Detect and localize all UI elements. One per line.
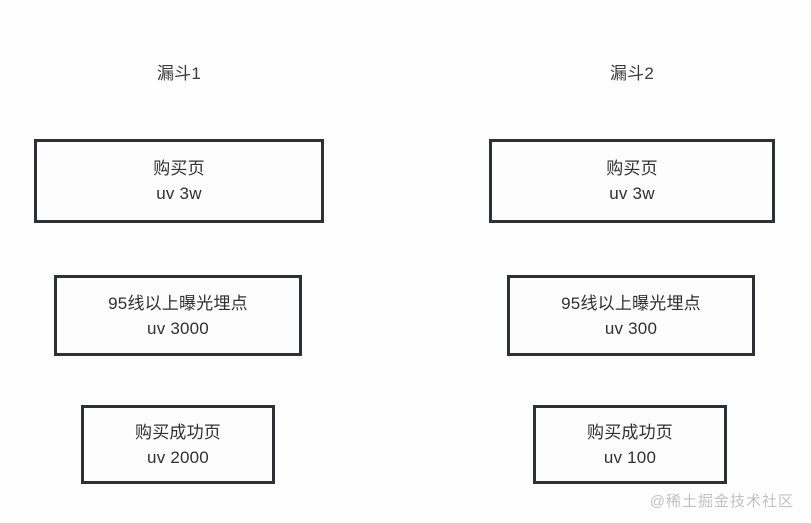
funnel-1-step-1-box: 购买页 uv 3w [34,139,324,223]
funnel-2-title: 漏斗2 [609,64,655,83]
funnel-1-step-3-box: 购买成功页 uv 2000 [81,405,275,484]
funnel-2-step-1-box: 购买页 uv 3w [489,139,775,223]
funnel-2-step-3-box: 购买成功页 uv 100 [533,405,727,484]
funnel-1-step-3-label: 购买成功页 [135,422,221,442]
funnel-2-step-3-metric: uv 100 [603,447,657,467]
funnel-1-step-2-metric: uv 3000 [147,318,209,338]
funnel-2-step-2-label: 95线以上曝光埋点 [561,293,701,313]
funnel-1-step-1-metric: uv 3w [156,184,202,203]
watermark: @稀土掘金技术社区 [649,493,794,510]
funnel-2-step-2-metric: uv 300 [604,318,658,338]
funnel-1-step-3-metric: uv 2000 [147,447,209,467]
funnel-2-step-3-label: 购买成功页 [587,422,673,442]
funnel-1-title: 漏斗1 [156,64,202,83]
funnel-2-step-2-box: 95线以上曝光埋点 uv 300 [507,275,755,356]
funnel-2-step-1-metric: uv 3w [609,184,655,203]
funnel-1-step-2-label: 95线以上曝光埋点 [108,293,248,313]
funnel-1-step-2-box: 95线以上曝光埋点 uv 3000 [54,275,302,356]
funnel-2-step-1-label: 购买页 [606,159,658,178]
funnel-1-step-1-label: 购买页 [153,159,205,178]
